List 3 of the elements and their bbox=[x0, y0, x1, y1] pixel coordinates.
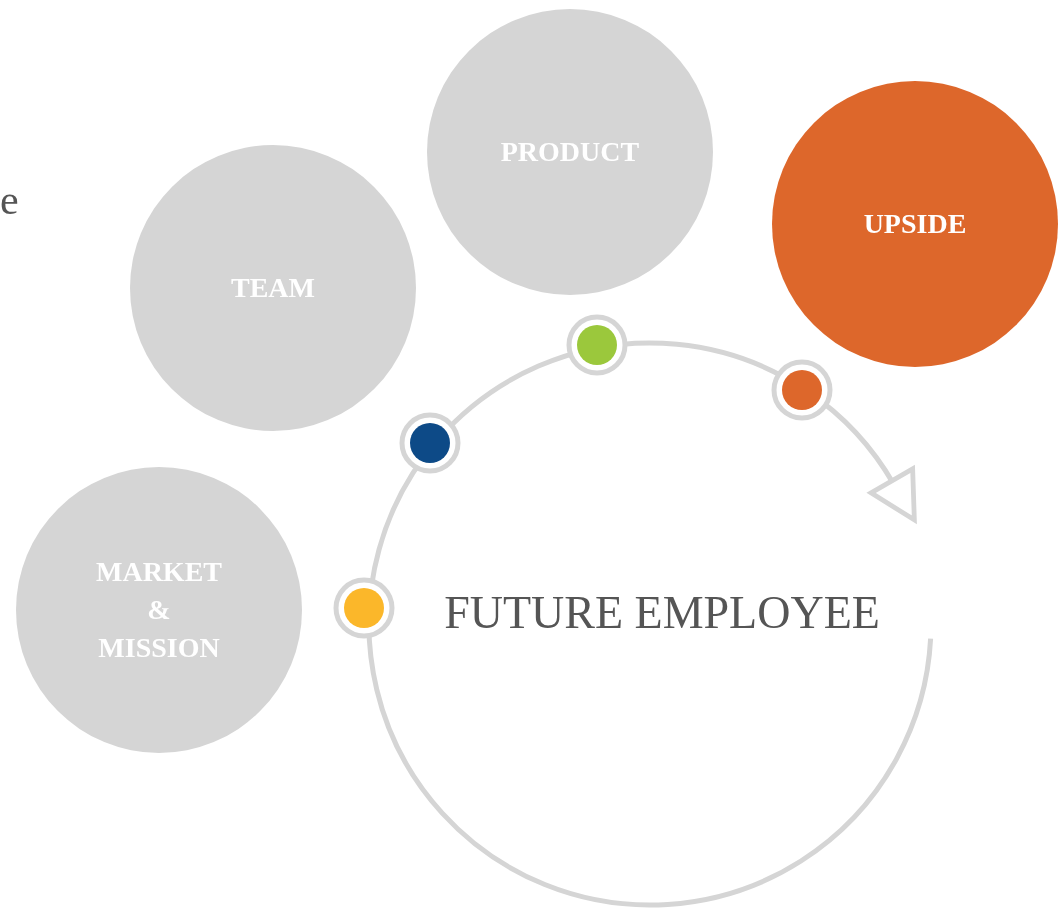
center-label: FUTURE EMPLOYEE bbox=[444, 585, 880, 639]
text-fragment: e bbox=[0, 176, 19, 224]
topic-label: UPSIDE bbox=[862, 207, 968, 241]
